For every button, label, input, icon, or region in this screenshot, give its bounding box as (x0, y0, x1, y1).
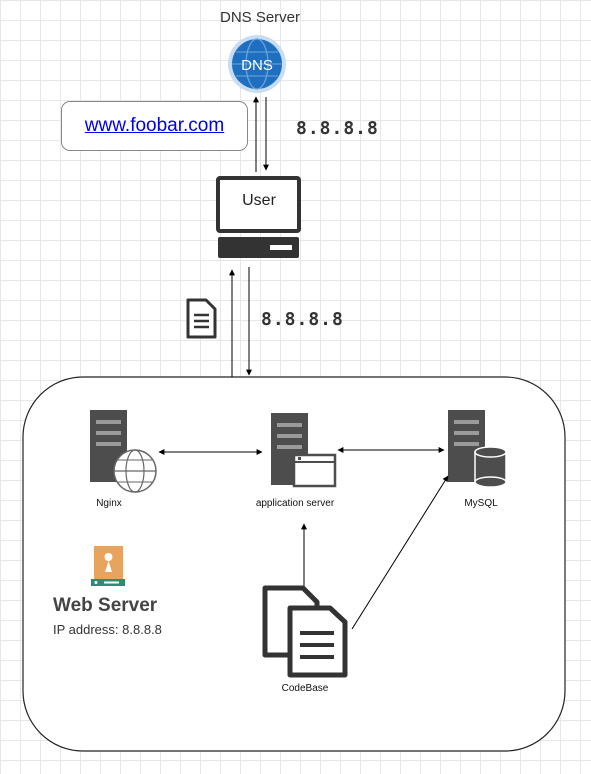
server-ip-label: 8.8.8.8 (261, 309, 344, 330)
app-server-label: application server (255, 498, 335, 509)
web-server-container (22, 376, 566, 752)
computer-icon (216, 176, 301, 258)
document-icon (186, 298, 217, 339)
server-database-icon (448, 410, 507, 488)
codebase-label: CodeBase (281, 683, 329, 694)
dns-server-title: DNS Server (219, 9, 301, 26)
dns-globe-icon: DNS (228, 35, 286, 93)
web-server-title: Web Server (53, 595, 158, 616)
server-window-icon (271, 413, 337, 488)
url-box: www.foobar.com (61, 101, 248, 151)
mysql-label: MySQL (464, 498, 498, 509)
nginx-label: Nginx (96, 498, 122, 509)
arrow-codebase-mysql (351, 475, 449, 630)
web-server-icon (91, 546, 125, 586)
files-icon (262, 585, 348, 678)
user-label: User (242, 192, 276, 209)
dns-icon-text: DNS (241, 57, 273, 74)
url-link[interactable]: www.foobar.com (84, 115, 225, 136)
dns-ip-label: 8.8.8.8 (296, 118, 379, 139)
server-globe-icon (90, 410, 157, 493)
web-server-ip: IP address: 8.8.8.8 (53, 622, 162, 637)
